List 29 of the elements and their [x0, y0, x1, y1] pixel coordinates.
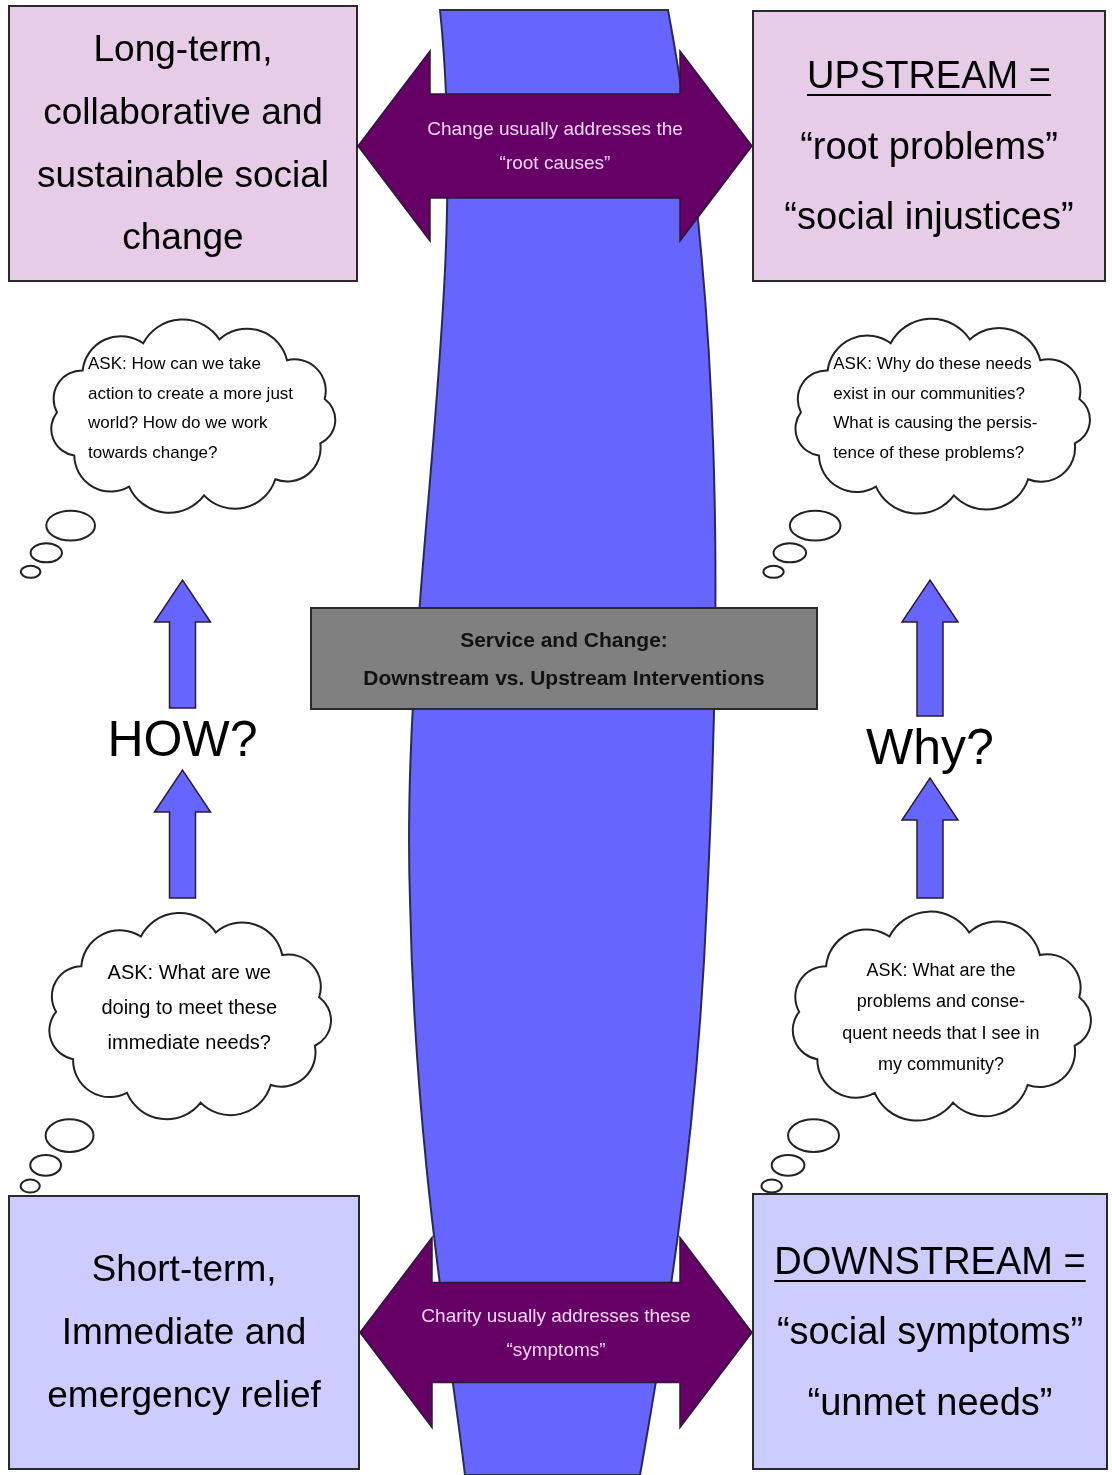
box-text: “unmet needs” — [807, 1379, 1053, 1425]
title-text: Downstream vs. Upstream Interventions — [363, 665, 765, 690]
up-arrow — [153, 578, 212, 709]
edge-label: Charity usually addresses these “symptoms” — [421, 1303, 691, 1362]
box-text: Short-term, Immediate and emergency relief — [46, 1247, 322, 1417]
question-word: Why? — [845, 716, 1015, 778]
text-box — [752, 1193, 1108, 1470]
box-text: “root problems” — [800, 123, 1058, 169]
box-text: “social injustices” — [784, 194, 1074, 240]
text-box — [8, 1195, 360, 1470]
box-text: “social symptoms” — [776, 1309, 1084, 1355]
box-heading: DOWNSTREAM = — [774, 1238, 1086, 1284]
double-arrow — [357, 48, 753, 244]
question-text: ASK: What are the problems and conse- quent needs that I see in my community? — [841, 958, 1041, 1077]
box-heading: UPSTREAM = — [807, 53, 1051, 99]
up-arrow — [153, 768, 212, 899]
question-text: ASK: How can we take action to create a more just world? How do we work towards change? — [88, 352, 295, 465]
box-text: Long-term, collaborative and sustainable social change — [35, 26, 331, 260]
text-box — [752, 10, 1106, 282]
up-arrow — [900, 776, 960, 899]
title-text: Service and Change: — [460, 627, 668, 652]
text-box — [8, 5, 358, 282]
title-box — [310, 607, 818, 710]
question-word: HOW? — [95, 708, 270, 770]
question-text: ASK: What are we doing to meet these immediate needs? — [100, 959, 279, 1055]
question-text: ASK: Why do these needs exist in our communities? What is causing the persis- tence of these problems? — [833, 352, 1039, 465]
edge-label: Change usually addresses the “root causes” — [426, 116, 684, 175]
double-arrow — [359, 1235, 753, 1430]
up-arrow — [900, 578, 960, 717]
